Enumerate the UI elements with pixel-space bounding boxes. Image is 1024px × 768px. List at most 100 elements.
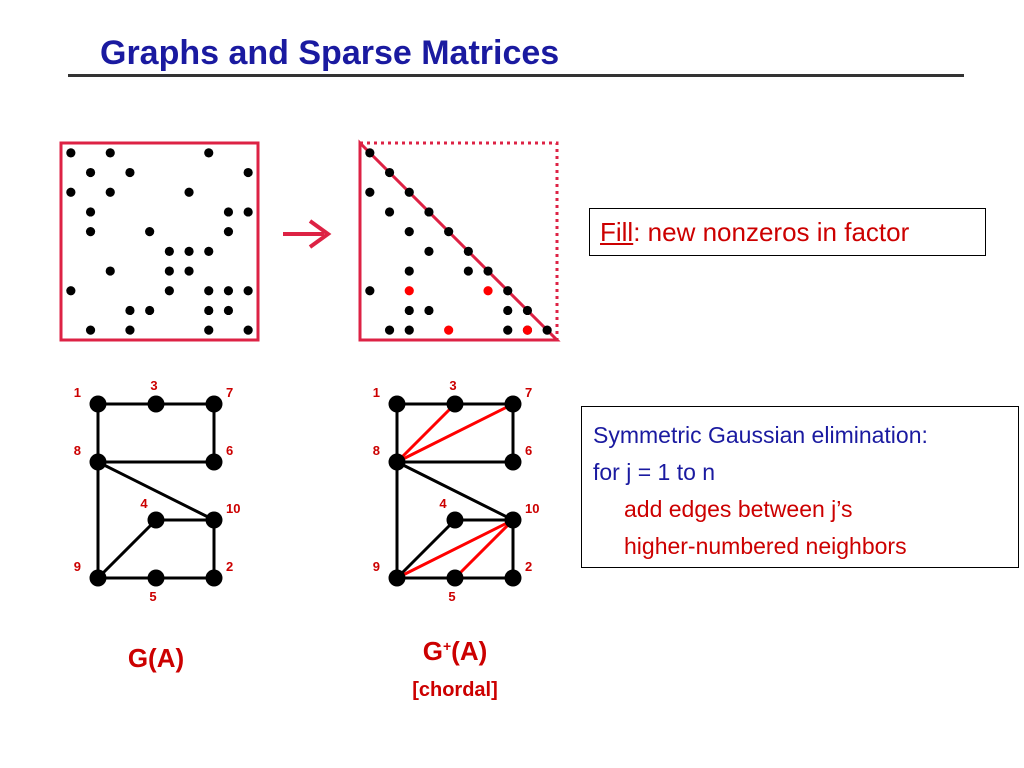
fill-entry <box>444 325 454 335</box>
nonzero-entry <box>365 286 375 296</box>
graph-edge <box>396 460 514 522</box>
arrow-right-icon <box>283 219 332 249</box>
fill-edge <box>395 402 457 464</box>
algorithm-heading: Symmetric Gaussian elimination: <box>593 422 928 448</box>
nonzero-entry <box>145 305 155 316</box>
vertex-label: 2 <box>525 559 532 574</box>
vertex-label: 8 <box>74 443 81 458</box>
graph-vertex <box>205 453 223 471</box>
algorithm-step-2: higher-numbered neighbors <box>624 533 907 559</box>
nonzero-entry <box>85 227 96 237</box>
graph-vertex <box>504 395 522 413</box>
fill-definition-box: Fill: new nonzeros in factor <box>589 208 986 256</box>
nonzero-entry <box>85 207 96 217</box>
graph-edge <box>97 460 215 522</box>
nonzero-entry <box>66 286 76 296</box>
vertex-label: 4 <box>140 496 148 511</box>
vertex-label: 9 <box>373 559 380 574</box>
nonzero-entry <box>243 167 253 178</box>
algorithm-box: Symmetric Gaussian elimination: for j = … <box>581 406 1019 568</box>
fill-edge <box>396 402 514 464</box>
nonzero-entry <box>204 148 214 158</box>
nonzero-entry <box>483 266 493 276</box>
fill-entry <box>483 286 493 296</box>
graph-vertex <box>205 511 223 529</box>
vertex-label: 8 <box>373 443 380 458</box>
fill-entry <box>404 286 414 296</box>
graph-vertex <box>89 453 107 471</box>
lower-triangle-outline <box>358 139 561 342</box>
caption-filled-graph: G+(A) <box>423 636 488 666</box>
nonzero-entry <box>223 305 234 316</box>
nonzero-entry <box>204 286 214 296</box>
graph-edge <box>395 518 457 580</box>
nonzero-entry <box>444 227 454 237</box>
nonzero-entry <box>404 187 414 197</box>
nonzero-entry <box>204 305 214 316</box>
graph-vertex <box>388 453 406 471</box>
nonzero-entry <box>243 325 253 335</box>
graph-vertex <box>388 569 406 587</box>
fill-entry <box>522 325 533 335</box>
nonzero-entry <box>522 305 533 316</box>
caption-original-graph: G(A) <box>128 643 184 673</box>
nonzero-entry <box>125 167 135 178</box>
graph-vertex <box>504 569 522 587</box>
graph-vertex <box>89 395 107 413</box>
vertex-label: 5 <box>149 589 156 604</box>
algorithm-step-1: add edges between j’s <box>624 496 853 522</box>
caption-filled-graph-plus: + <box>443 638 451 654</box>
vertex-label: 4 <box>439 496 447 511</box>
fill-term: Fill <box>600 217 634 247</box>
nonzero-entry <box>542 325 552 335</box>
nonzero-entry <box>164 266 174 276</box>
nonzero-entry <box>365 187 375 197</box>
nonzero-entry <box>404 325 414 335</box>
vertex-label: 1 <box>74 385 81 400</box>
fill-description: : new nonzeros in factor <box>633 217 910 247</box>
vertex-label: 1 <box>373 385 380 400</box>
nonzero-entry <box>243 207 253 217</box>
graph-vertex <box>205 569 223 587</box>
matrix-factor <box>358 139 561 342</box>
nonzero-entry <box>125 305 135 316</box>
vertex-label: 9 <box>74 559 81 574</box>
nonzero-entry <box>164 246 174 256</box>
graph-vertex <box>205 395 223 413</box>
nonzero-entry <box>503 325 513 335</box>
vertex-label: 3 <box>150 378 157 393</box>
title-underline <box>68 74 964 77</box>
vertex-label: 7 <box>226 385 233 400</box>
nonzero-entry <box>384 207 395 217</box>
nonzero-entry <box>184 187 194 197</box>
vertex-label: 5 <box>448 589 455 604</box>
fill-edge <box>453 518 515 580</box>
nonzero-entry <box>503 286 513 296</box>
graph-vertex <box>504 511 522 529</box>
graph-vertex <box>147 511 165 529</box>
caption-chordal: [chordal] <box>412 679 498 701</box>
matrix-frame <box>59 141 260 342</box>
nonzero-entry <box>105 187 115 197</box>
nonzero-entry <box>463 246 473 256</box>
vertex-label: 6 <box>525 443 532 458</box>
nonzero-entry <box>85 325 96 335</box>
nonzero-entry <box>66 187 76 197</box>
slide-title: Graphs and Sparse Matrices <box>100 34 560 72</box>
graph-vertex <box>446 569 464 587</box>
graph-vertex <box>147 395 165 413</box>
graph-vertex <box>446 511 464 529</box>
nonzero-entry <box>404 266 414 276</box>
nonzero-entry <box>145 227 155 237</box>
nonzero-entry <box>164 286 174 296</box>
graph-edge <box>96 518 158 580</box>
graph-vertex <box>504 453 522 471</box>
graph-vertex <box>388 395 406 413</box>
nonzero-entry <box>404 227 414 237</box>
nonzero-entry <box>204 325 214 335</box>
nonzero-entry <box>384 325 395 335</box>
vertex-label: 3 <box>449 378 456 393</box>
